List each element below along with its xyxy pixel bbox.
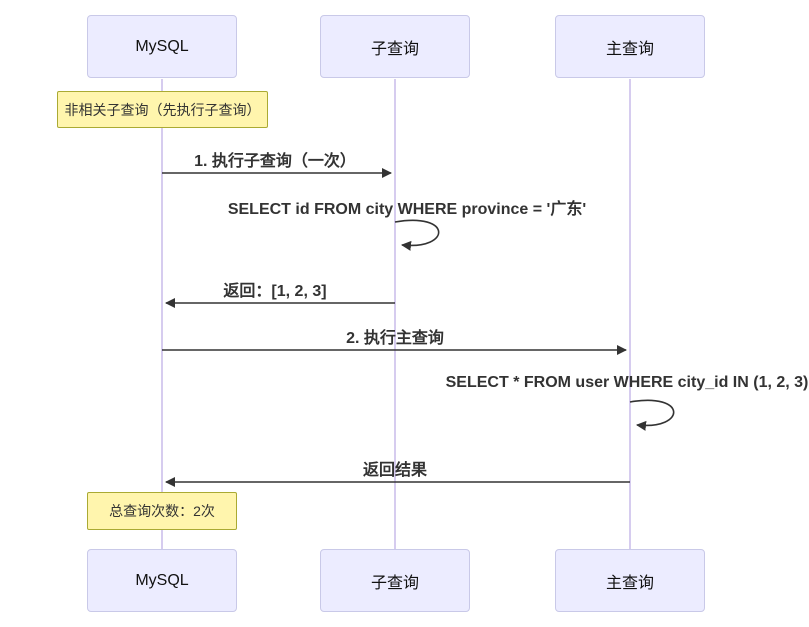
- message-label-2: SELECT id FROM city WHERE province = '广东…: [227, 201, 587, 218]
- note-label: 总查询次数：2次: [109, 503, 215, 519]
- actor-label: 主查询: [605, 574, 654, 592]
- note-noncorrelated-subquery: 非相关子查询（先执行子查询）: [57, 91, 268, 128]
- message-label-6: 返回结果: [362, 462, 428, 479]
- actor-box-mainquery-bottom: 主查询: [555, 549, 705, 612]
- actor-box-mysql-top: MySQL: [87, 15, 237, 78]
- actor-box-subquery-bottom: 子查询: [320, 549, 470, 612]
- actor-box-mainquery-top: 主查询: [555, 15, 705, 78]
- note-total-query-count: 总查询次数：2次: [87, 492, 237, 530]
- note-label: 非相关子查询（先执行子查询）: [64, 101, 261, 118]
- message-label-1: 1. 执行子查询（一次）: [194, 153, 356, 170]
- actor-label: MySQL: [135, 571, 189, 589]
- actor-label: MySQL: [135, 37, 189, 55]
- message-selfloop-1: [394, 219, 440, 251]
- message-label-5: SELECT * FROM user WHERE city_id IN (1, …: [445, 374, 809, 391]
- actor-label: 子查询: [370, 574, 419, 592]
- message-label-4: 2. 执行主查询: [346, 330, 444, 347]
- actor-box-mysql-bottom: MySQL: [87, 549, 237, 612]
- message-selfloop-2: [629, 399, 675, 431]
- actor-label: 主查询: [605, 40, 654, 58]
- message-label-3: 返回：[1, 2, 3]: [223, 283, 327, 300]
- actor-label: 子查询: [370, 40, 419, 58]
- actor-box-subquery-top: 子查询: [320, 15, 470, 78]
